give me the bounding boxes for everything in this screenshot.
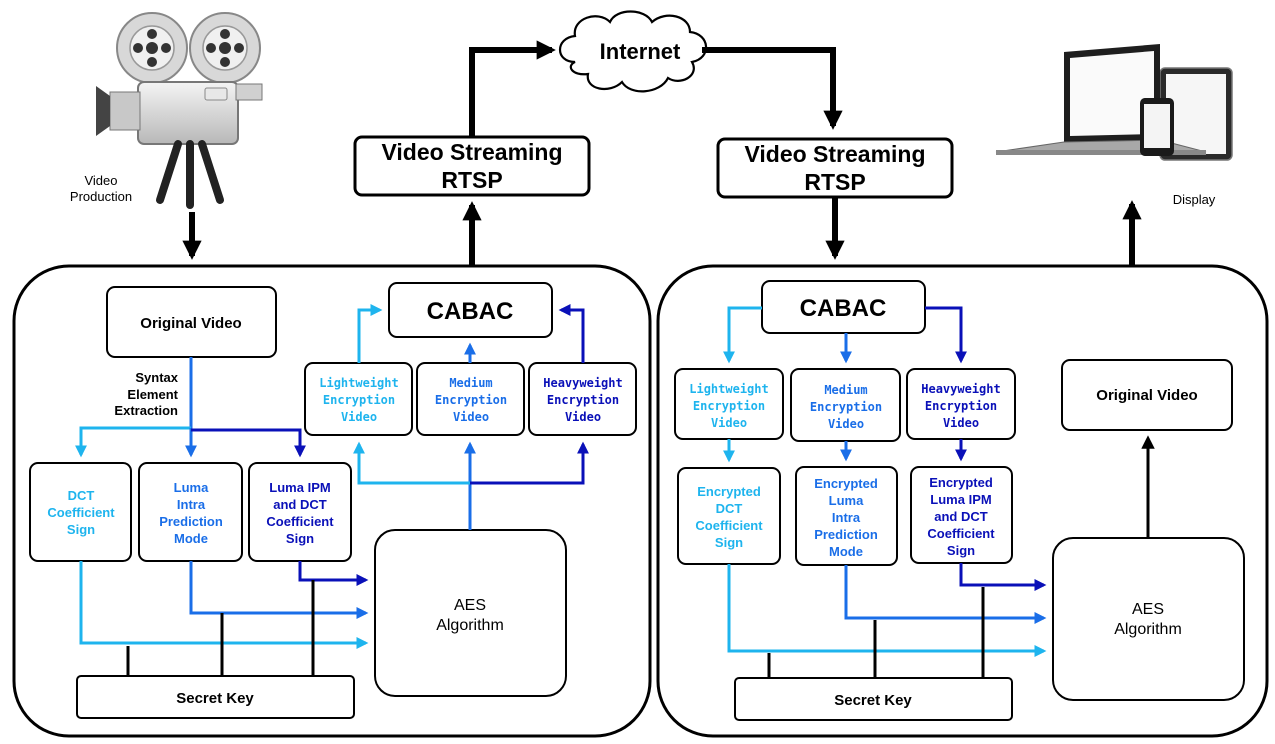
syntax-label-1: Syntax: [135, 370, 178, 385]
enc-dct-3: Sign: [67, 522, 95, 537]
dec-light-1: Lightweight: [689, 382, 768, 396]
dec-enc-luma-1: Encrypted: [814, 476, 878, 491]
dec-heavy-1: Heavyweight: [921, 382, 1000, 396]
dec-medium-3: Video: [828, 417, 864, 431]
enc-ipm-4: Sign: [286, 531, 314, 546]
dec-enc-dct-1: Encrypted: [697, 484, 761, 499]
dec-enc-luma-4: Prediction: [814, 527, 878, 542]
dec-enc-dct-3: Coefficient: [695, 518, 763, 533]
streaming-left-line1: Video Streaming: [381, 139, 562, 165]
enc-luma-1: Luma: [174, 480, 209, 495]
decoder-arrows: [723, 306, 1047, 657]
enc-medium-2: Encryption: [435, 393, 507, 407]
dec-secret-key-label: Secret Key: [834, 692, 912, 709]
dec-enc-luma-2: Luma: [829, 493, 864, 508]
enc-luma-2: Intra: [177, 497, 206, 512]
syntax-label-3: Extraction: [114, 403, 178, 418]
dec-aes-2: Algorithm: [1114, 621, 1182, 638]
dec-aes-box: [1052, 537, 1245, 701]
enc-dct-2: Coefficient: [47, 505, 115, 520]
dec-heavy-2: Encryption: [925, 399, 997, 413]
dec-medium-2: Encryption: [810, 400, 882, 414]
enc-secret-key-box: [76, 675, 355, 719]
dec-enc-luma-3: Intra: [832, 510, 861, 525]
enc-original-video-label: Original Video: [140, 315, 241, 332]
dec-cabac-label: CABAC: [800, 295, 887, 322]
dec-original-video-box: [1061, 359, 1233, 431]
enc-cabac-label: CABAC: [427, 298, 514, 325]
syntax-label-2: Element: [127, 387, 178, 402]
dec-light-2: Encryption: [693, 399, 765, 413]
dec-enc-luma-5: Mode: [829, 544, 863, 559]
dec-enc-ipm-3: and DCT: [934, 509, 988, 524]
dec-aes-1: AES: [1132, 601, 1164, 618]
enc-medium-1: Medium: [449, 376, 492, 390]
dec-light-3: Video: [711, 416, 747, 430]
enc-luma-box: [138, 462, 243, 562]
dec-enc-ipm-5: Sign: [947, 543, 975, 558]
dec-enc-ipm-1: Encrypted: [929, 475, 993, 490]
enc-heavy-2: Encryption: [547, 393, 619, 407]
dec-medium-1: Medium: [824, 383, 867, 397]
streaming-right-line1: Video Streaming: [744, 141, 925, 167]
enc-luma-4: Mode: [174, 531, 208, 546]
internet-label: Internet: [600, 39, 681, 64]
dec-enc-ipm-4: Coefficient: [927, 526, 995, 541]
enc-light-2: Encryption: [323, 393, 395, 407]
enc-heavy-1: Heavyweight: [543, 376, 622, 390]
laptop-tablet-phone-icon: [995, 44, 1233, 161]
enc-luma-3: Prediction: [159, 514, 223, 529]
enc-aes-1: AES: [454, 597, 486, 614]
dec-enc-ipm-2: Luma IPM: [930, 492, 991, 507]
enc-aes-2: Algorithm: [436, 617, 504, 634]
encoder-key-lines: [126, 580, 315, 676]
dec-enc-dct-4: Sign: [715, 535, 743, 550]
enc-medium-3: Video: [453, 410, 489, 424]
enc-cabac-box: [388, 282, 553, 338]
display-label: Display: [1173, 192, 1216, 207]
dec-original-video-label: Original Video: [1096, 387, 1197, 404]
enc-dct-1: DCT: [68, 488, 95, 503]
dec-heavy-3: Video: [943, 416, 979, 430]
enc-ipm-1: Luma IPM: [269, 480, 330, 495]
decoder-key-lines: [767, 587, 985, 678]
video-production-label-2: Production: [70, 189, 132, 204]
streaming-right-line2: RTSP: [804, 169, 865, 195]
streaming-left-line2: RTSP: [441, 167, 502, 193]
enc-ipm-3: Coefficient: [266, 514, 334, 529]
top-flow-arrows: [182, 40, 1142, 266]
enc-light-3: Video: [341, 410, 377, 424]
enc-ipm-box: [248, 462, 352, 562]
enc-light-1: Lightweight: [319, 376, 398, 390]
enc-secret-key-label: Secret Key: [176, 690, 254, 707]
enc-heavy-3: Video: [565, 410, 601, 424]
encoder-arrows: [75, 304, 589, 649]
film-camera-icon: [96, 12, 263, 209]
dec-enc-dct-2: DCT: [716, 501, 743, 516]
cloud-icon: [559, 10, 708, 93]
enc-ipm-2: and DCT: [273, 497, 327, 512]
video-production-label-1: Video: [84, 173, 117, 188]
